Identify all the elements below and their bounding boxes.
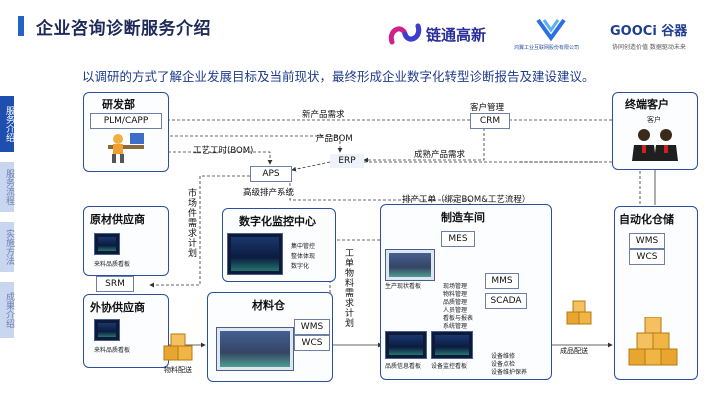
production-board-label: 生产现状看板	[385, 283, 422, 290]
label-process-time: 工艺工时(BOM)	[193, 146, 254, 156]
label-advanced-scheduling: 高级排产系统	[243, 188, 295, 198]
device-screen	[431, 331, 473, 359]
device-item-2: 设备点检	[491, 361, 516, 368]
auto-wcs-tag[interactable]: WCS	[629, 249, 665, 265]
mes-item-5: 看板与报表	[443, 315, 474, 322]
device-item-3: 设备维护保养	[491, 369, 528, 376]
side-tab-results[interactable]: 成果介绍	[0, 282, 14, 338]
label-material-delivery: 物料配送	[164, 366, 192, 374]
material-boxes-icon	[163, 333, 193, 361]
aps-tag[interactable]: APS	[250, 166, 292, 182]
quality-board-label: 品质信息看板	[385, 363, 422, 370]
mes-tag[interactable]: MES	[441, 231, 475, 247]
warehouse-wms-tag[interactable]: WMS	[294, 319, 330, 335]
mes-item-6: 系统管理	[443, 323, 468, 330]
outsource-quality-screen	[94, 319, 120, 341]
customer-people-icon	[632, 129, 678, 161]
warehouse-box: 材料仓 WMS WCS	[207, 292, 333, 382]
outsource-supplier-box: 外协供应商 来料品质看板	[83, 294, 169, 368]
monitor-item-1: 集中管控	[291, 243, 316, 250]
label-work-material: 工单物料需求计划	[343, 248, 353, 328]
label-finished-delivery: 成品配送	[560, 347, 588, 355]
auto-wms-tag[interactable]: WMS	[629, 233, 665, 249]
warehouse-title: 材料仓	[252, 299, 285, 312]
middle-logo: 鸿翼工业互联网股份有限公司	[514, 16, 594, 54]
label-work-order: 排产工单（绑定BOM&工艺流程）	[402, 195, 531, 205]
mes-item-2: 物料管理	[443, 291, 468, 298]
device-item-1: 设备维修	[491, 353, 516, 360]
workshop-title: 制造车间	[441, 211, 485, 224]
raw-supplier-title: 原材供应商	[90, 213, 145, 226]
erp-tag[interactable]: ERP	[330, 154, 364, 168]
plm-capp-tag[interactable]: PLM/CAPP	[90, 113, 162, 129]
label-product-bom: 产品BOM	[316, 134, 353, 144]
customer-person-label: 客户	[647, 116, 661, 124]
rd-department-box: 研发部 PLM/CAPP	[83, 92, 169, 172]
raw-quality-screen	[94, 233, 120, 255]
customer-title: 终端客户	[625, 98, 669, 111]
side-tab-implementation[interactable]: 实施方法	[0, 222, 14, 272]
label-customer-mgmt: 客户管理	[470, 103, 505, 113]
lianton-logo-icon	[388, 23, 422, 45]
page-title: 企业咨询诊断服务介绍	[36, 19, 211, 39]
outsource-quality-board-label: 来料品质看板	[94, 347, 131, 354]
raw-quality-board-label: 来料品质看板	[94, 261, 131, 268]
middle-logo-icon	[536, 18, 566, 42]
middle-logo-caption: 鸿翼工业互联网股份有限公司	[514, 45, 580, 51]
mes-item-1: 现场管理	[443, 283, 468, 290]
gooci-logo: GOOCi 谷器 协同创造价值 数据驱动未来	[610, 20, 710, 54]
label-finished-demand: 成熟产品需求	[414, 150, 466, 160]
gooci-slogan: 协同创造价值 数据驱动未来	[612, 44, 686, 51]
gooci-brand: GOOCi 谷器	[610, 24, 688, 39]
scada-tag[interactable]: SCADA	[485, 293, 527, 309]
mes-item-4: 人员管理	[443, 307, 468, 314]
workshop-box: 制造车间 MES 生产现状看板 现场管理 物料管理 品质管理 人员管理 看板与报…	[380, 204, 552, 380]
monitor-item-2: 整体体现	[291, 253, 316, 260]
rd-department-title: 研发部	[102, 98, 135, 111]
monitor-item-3: 数字化	[291, 263, 310, 270]
srm-tag[interactable]: SRM	[96, 276, 134, 292]
finished-boxes-icon	[566, 300, 592, 325]
page-subtitle: 以调研的方式了解企业发展目标及当前现状，最终形成企业数字化转型诊断报告及建设建议…	[82, 69, 595, 84]
auto-storage-title: 自动化仓储	[619, 213, 674, 226]
lianton-logo: 链通高新	[388, 20, 508, 50]
storage-stack-icon	[628, 317, 678, 366]
warehouse-wcs-tag[interactable]: WCS	[294, 335, 330, 351]
side-tab-service-intro[interactable]: 服务介绍	[0, 96, 14, 152]
customer-box: 终端客户 客户	[612, 92, 698, 170]
device-board-label: 设备监控看板	[431, 363, 468, 370]
mes-item-3: 品质管理	[443, 299, 468, 306]
rd-worker-icon	[108, 133, 144, 163]
title-accent-bar	[18, 16, 24, 36]
quality-screen	[385, 331, 427, 359]
monitor-center-title: 数字化监控中心	[239, 215, 316, 228]
production-screen	[385, 249, 435, 281]
lianton-name: 链通高新	[426, 26, 487, 44]
warehouse-rack-image	[216, 327, 294, 371]
monitor-center-box: 数字化监控中心 集中管控 整体体现 数字化	[222, 208, 336, 282]
side-tab-service-flow[interactable]: 服务流程	[0, 162, 14, 212]
outsource-supplier-title: 外协供应商	[90, 301, 145, 314]
crm-tag[interactable]: CRM	[470, 113, 510, 129]
label-market-parts: 市场件需求计划	[186, 188, 196, 258]
label-new-product-demand: 新产品需求	[302, 110, 345, 120]
monitor-screen	[227, 233, 283, 275]
raw-supplier-box: 原材供应商 来料品质看板	[83, 206, 169, 276]
mms-tag[interactable]: MMS	[485, 273, 519, 289]
auto-storage-box: 自动化仓储 WMS WCS	[614, 206, 698, 380]
